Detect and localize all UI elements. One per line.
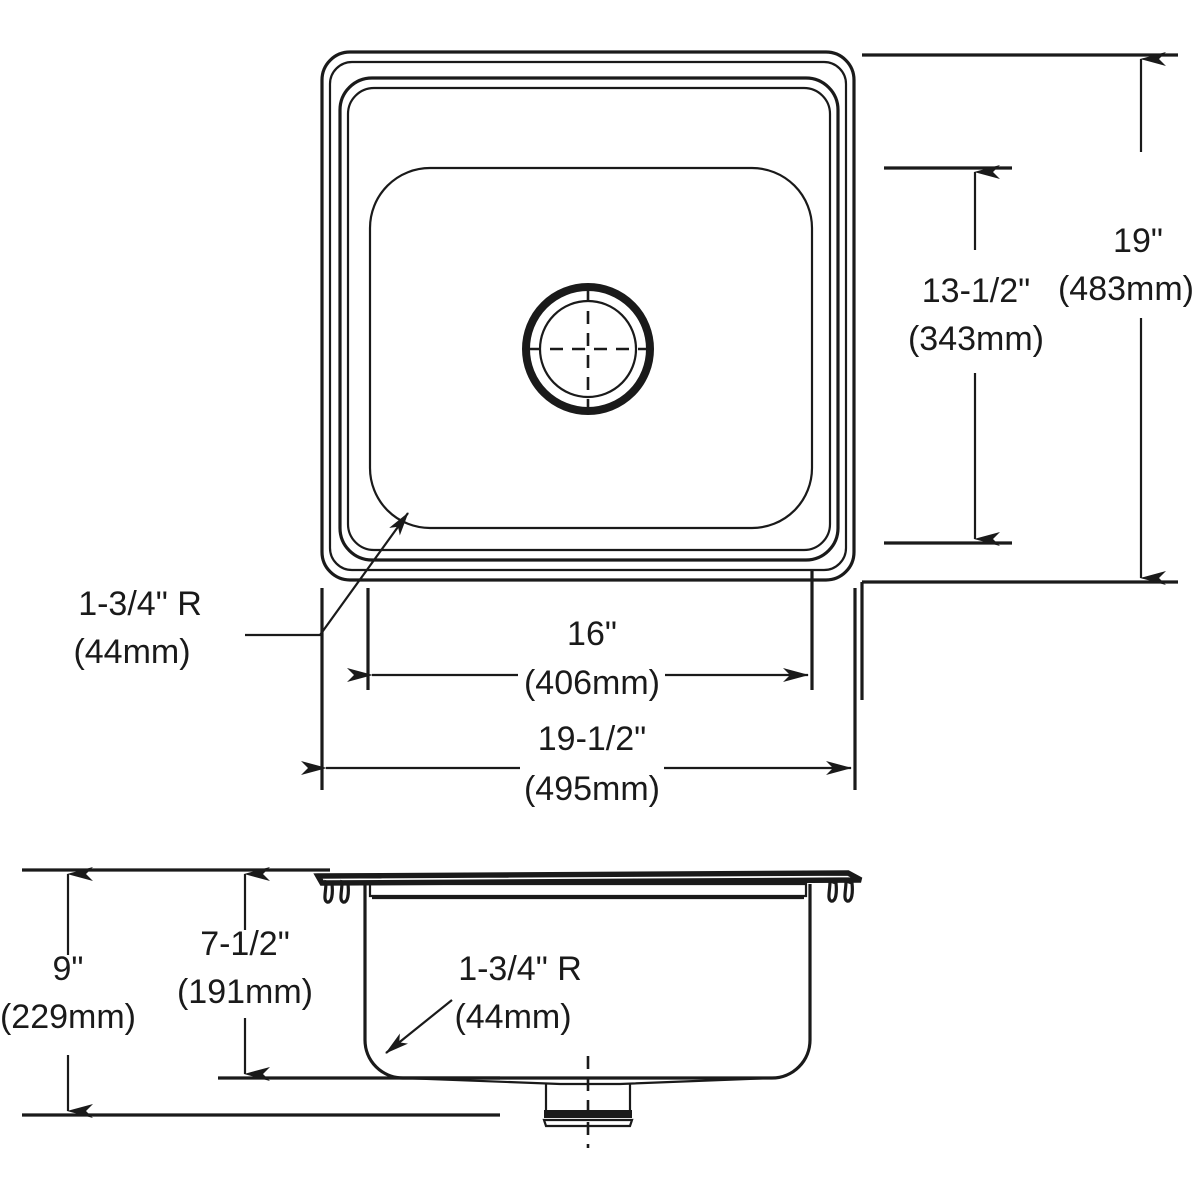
plan-radius-leader-line (245, 512, 409, 637)
section-drain-band (544, 1110, 632, 1118)
sink-inner-rim-edge (338, 76, 840, 562)
sink-outer-rim-edge (320, 50, 856, 582)
overall-width-label-imperial: 19-1/2" (538, 720, 646, 758)
section-bowl-wall (363, 884, 812, 1080)
bowl-height-label-imperial: 7-1/2" (200, 925, 290, 963)
section-radius-label-metric: (44mm) (454, 998, 571, 1036)
plan-horizontal-dimensions: 16" (406mm) 19-1/2" (495mm) (301, 570, 857, 808)
drain-outer-ring (522, 283, 654, 415)
overall-height-label-imperial: 9" (53, 950, 84, 988)
section-drain-lip (542, 1118, 634, 1128)
bowl-height-label-metric: (191mm) (177, 973, 313, 1011)
mounting-clip-left-b (339, 879, 350, 904)
overall-depth-label-imperial: 19" (1113, 222, 1163, 260)
plan-radius-label-metric: (44mm) (73, 633, 190, 671)
plan-vertical-dimensions: 13-1/2" (343mm) 19" (483mm) (860, 52, 1194, 700)
sink-inner-rim-inner-edge (346, 86, 832, 552)
overall-depth-label-metric: (483mm) (1058, 270, 1194, 308)
section-radius-label-imperial: 1-3/4" R (458, 950, 582, 988)
plan-radius-label-imperial: 1-3/4" R (78, 585, 202, 623)
overall-height-label-metric: (229mm) (0, 998, 136, 1036)
mounting-clip-right-b (843, 878, 854, 903)
plan-view: 1-3/4" R (44mm) (73, 50, 856, 671)
bowl-depth-label-metric: (343mm) (908, 320, 1044, 358)
bowl-width-label-imperial: 16" (567, 615, 617, 653)
sink-outer-rim-inner-edge (328, 60, 848, 572)
bowl-width-label-metric: (406mm) (524, 664, 660, 702)
bowl-depth-label-imperial: 13-1/2" (922, 272, 1030, 310)
section-view: 1-3/4" R (44mm) (313, 870, 863, 1148)
section-rim-top (313, 870, 863, 886)
section-bowl-bottom (402, 1076, 773, 1086)
sink-bowl-outline (368, 166, 814, 530)
mounting-clip-left-a (323, 879, 334, 904)
section-rim-underside (368, 882, 808, 898)
section-radius-leader-line (385, 999, 453, 1054)
mounting-clip-right-a (827, 878, 838, 903)
overall-width-label-metric: (495mm) (524, 770, 660, 808)
section-vertical-dimensions: 9" (229mm) 7-1/2" (191mm) (0, 867, 500, 1118)
